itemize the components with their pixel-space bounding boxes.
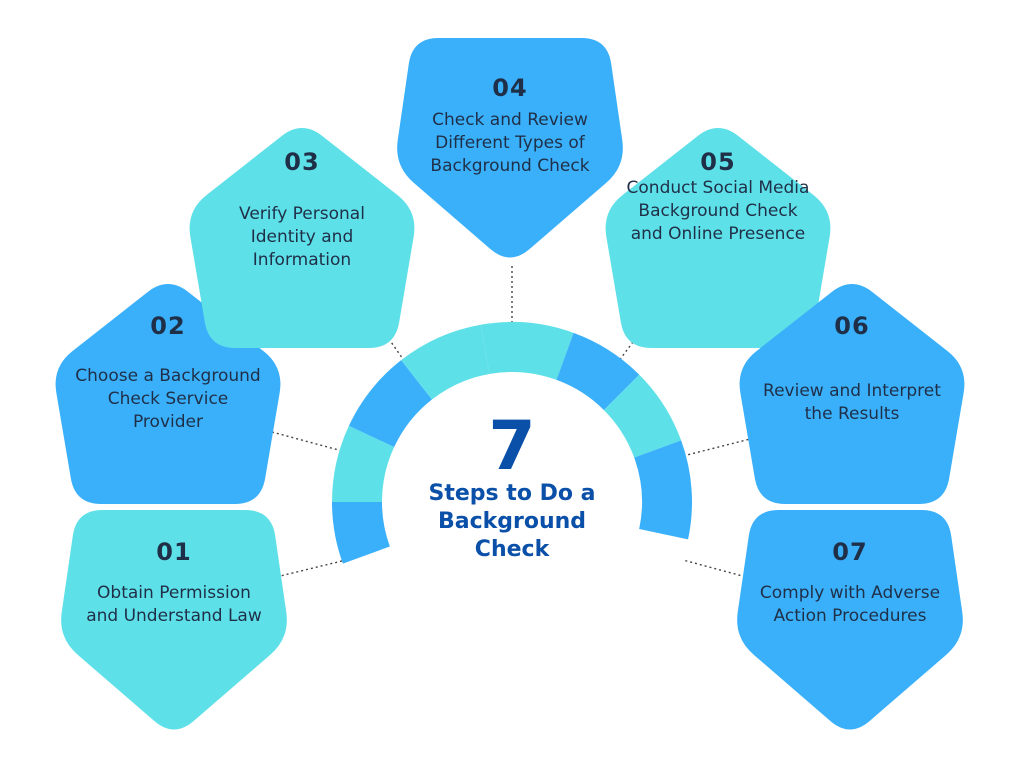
step-pentagon-3 <box>189 128 415 348</box>
step-number: 05 <box>700 148 736 176</box>
step-number: 02 <box>150 312 186 340</box>
step-pentagon-4 <box>397 38 623 258</box>
center-number: 7 <box>488 407 536 486</box>
step-text: Conduct Social Media Background Check an… <box>626 178 810 244</box>
step-text: Obtain Permission and Understand Law <box>86 583 262 626</box>
step-text: Review and Interpret the Results <box>763 381 941 424</box>
step-04: 04 Check and Review Different Types of B… <box>394 38 626 266</box>
step-07: 07 Comply with Adverse Action Procedures <box>734 510 966 738</box>
step-pentagon-5 <box>605 128 831 348</box>
step-text: Check and Review Different Types of Back… <box>430 110 590 176</box>
arc-segment <box>348 360 432 448</box>
step-pentagon-7 <box>737 510 963 730</box>
arc-segment <box>332 425 395 502</box>
step-06: 06 Review and Interpret the Results <box>736 276 968 504</box>
step-pentagon-6 <box>739 284 965 504</box>
arc-segment <box>634 440 692 540</box>
arc-segment <box>401 324 490 400</box>
arc-segment <box>332 502 390 564</box>
arc-segment <box>480 322 574 380</box>
step-03: 03 Verify Personal Identity and Informat… <box>186 120 418 348</box>
step-01: 01 Obtain Permission and Understand Law <box>58 510 290 738</box>
arc-segment <box>556 332 640 411</box>
step-number: 06 <box>834 312 870 340</box>
step-text: Comply with Adverse Action Procedures <box>759 583 941 626</box>
step-number: 04 <box>492 74 528 102</box>
arc-segment <box>603 374 682 458</box>
step-pentagon-1 <box>61 510 287 730</box>
step-number: 01 <box>156 538 192 566</box>
step-number: 03 <box>284 148 320 176</box>
connector-line <box>682 559 751 579</box>
step-text: Choose a Background Check Service Provid… <box>75 366 261 432</box>
step-02: 02 Choose a Background Check Service Pro… <box>52 276 284 504</box>
step-text: Verify Personal Identity and Information <box>239 204 365 270</box>
step-05: 05 Conduct Social Media Background Check… <box>602 120 834 348</box>
center-title: Steps to Do a Background Check <box>428 481 596 562</box>
step-number: 07 <box>832 538 868 566</box>
